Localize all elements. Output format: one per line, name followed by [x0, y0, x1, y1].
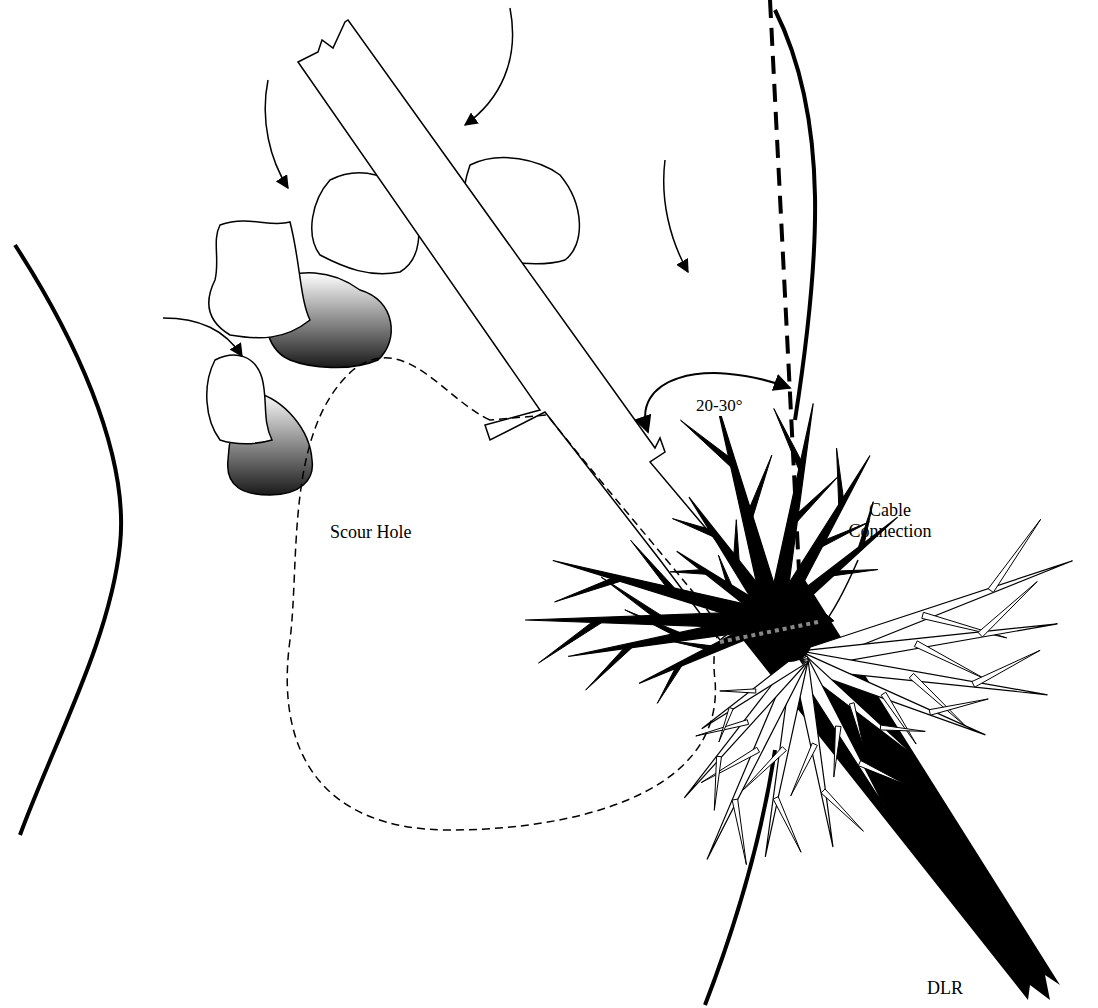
root-twig — [733, 520, 739, 565]
root-crown — [768, 618, 812, 662]
root-twig — [773, 797, 801, 853]
root-twig — [909, 673, 966, 726]
region-label: Scour Hole — [330, 522, 411, 543]
cable-line — [720, 622, 818, 642]
root-twig — [988, 519, 1040, 592]
angle-label: 20-30° — [694, 396, 744, 416]
root-twig — [858, 761, 905, 785]
angle-arc — [645, 373, 790, 432]
root-branch — [684, 656, 805, 798]
scour-outline — [285, 320, 735, 835]
root-branch — [639, 614, 778, 684]
root-twig — [834, 726, 841, 777]
root-twig — [586, 644, 633, 691]
root-twig — [718, 555, 733, 590]
root-twig — [880, 725, 925, 731]
root-twig — [978, 581, 1037, 636]
root-twig — [625, 610, 683, 639]
leader-line — [822, 560, 858, 626]
root-twig — [745, 455, 772, 521]
root-twig — [657, 663, 682, 703]
root-twig — [821, 789, 863, 831]
root-twig — [791, 743, 818, 796]
root-twig — [774, 409, 805, 470]
root-twig — [680, 420, 735, 467]
root-twig — [881, 692, 916, 744]
root-twig — [720, 689, 756, 693]
root-twig — [714, 756, 721, 810]
root-twig — [631, 540, 678, 595]
log-trunk — [735, 580, 1060, 1000]
log-trunk — [298, 20, 770, 640]
root-twig — [929, 699, 988, 715]
root-wad — [525, 398, 1073, 865]
root-twig — [849, 703, 863, 747]
scour-region: Scour Hole — [285, 320, 735, 835]
callout-label: Cable Connection — [838, 500, 942, 541]
root-twig — [837, 448, 845, 505]
stream-bank — [15, 245, 121, 835]
stream-bank — [775, 10, 815, 420]
part-label: DLR — [925, 978, 965, 999]
root-twig — [719, 707, 733, 742]
root-twig — [601, 577, 664, 623]
root-branch — [702, 655, 804, 729]
root-twig — [972, 650, 1040, 687]
root-twig — [670, 641, 715, 651]
root-twig — [555, 575, 621, 602]
root-twig — [732, 799, 746, 864]
root-twig — [672, 519, 715, 537]
